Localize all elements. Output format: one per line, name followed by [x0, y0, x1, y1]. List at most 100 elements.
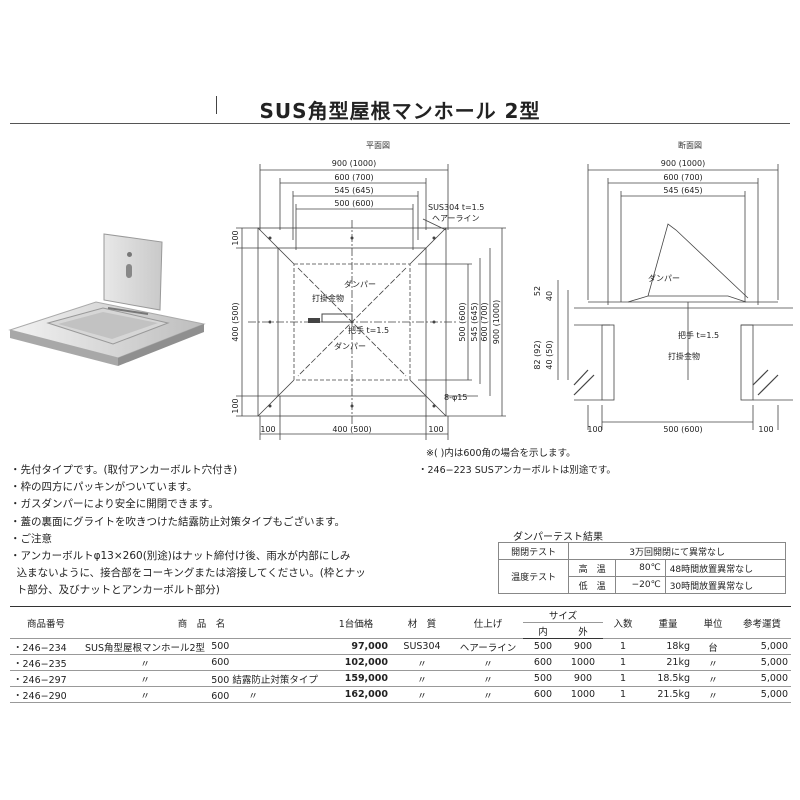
cell-price: 162,000: [321, 686, 391, 703]
plan-view-drawing: 900 (1000) 600 (700) 545 (645) 500 (600)…: [231, 159, 506, 440]
cell-out: 900: [563, 638, 603, 655]
cell-shipping: 5,000: [733, 670, 791, 687]
sec-dim-52: 52: [533, 286, 542, 296]
cell-name: 〃: [82, 686, 209, 703]
cell-unit: 〃: [693, 670, 733, 687]
cell-in: 500: [523, 638, 563, 655]
high-temp-result: 48時間放置異常なし: [664, 559, 787, 577]
cell-out: 1000: [563, 686, 603, 703]
col-code: 商品番号: [10, 606, 82, 639]
col-name: 商 品 名: [82, 606, 321, 639]
sec-dim-82: 82 (92): [533, 340, 542, 369]
dim-right-1: 500 (600): [458, 302, 467, 341]
table-row: ・246−297 〃 500 結露防止対策タイプ 159,000 〃 〃 500…: [10, 670, 791, 687]
cell-name: 〃: [82, 654, 209, 671]
cell-material: SUS304: [391, 638, 453, 655]
sec-dim-bottom-right: 100: [758, 425, 773, 434]
cell-size-label: 500 結露防止対策タイプ: [208, 670, 321, 687]
note-anchor-bolt: ・246−223 SUSアンカーボルトは別途です。: [418, 465, 616, 476]
sec-handle-label: 把手 t=1.5: [678, 330, 719, 340]
page-title: SUS角型屋根マンホール 2型: [259, 99, 541, 123]
col-size-in: 内: [523, 622, 563, 639]
handle-label: 把手 t=1.5: [348, 325, 389, 335]
cell-unit: 〃: [693, 654, 733, 671]
dim-left-bottom: 100: [231, 398, 240, 413]
temp-test-label: 温度テスト: [497, 559, 570, 594]
cell-name: SUS角型屋根マンホール2型: [82, 638, 209, 655]
caution-heading: ・ご注意: [10, 532, 52, 545]
product-table: 商品番号 商 品 名 1台価格 材 質 仕上げ サイズ 入数 重量 単位 参考運…: [10, 606, 791, 703]
cell-weight: 18.5kg: [643, 670, 693, 687]
feature-item: ・枠の四方にパッキンがついています。: [10, 481, 198, 494]
cell-qty: 1: [603, 654, 643, 671]
cell-in: 600: [523, 654, 563, 671]
dim-left-mid: 400 (500): [231, 302, 240, 341]
cell-code: ・246−234: [10, 638, 82, 655]
cell-out: 900: [563, 670, 603, 687]
product-photo: [8, 233, 206, 366]
sec-latch-label: 打掛金物: [668, 351, 700, 361]
cell-material: 〃: [391, 686, 453, 703]
cell-size-label: 600: [208, 654, 321, 671]
col-size: サイズ: [523, 606, 603, 623]
cell-size-label: 500: [208, 638, 321, 655]
damper-test-title: ダンパーテスト結果: [513, 532, 603, 543]
dim-bottom-left: 100: [260, 425, 275, 434]
sec-dim-bottom-left: 100: [587, 425, 602, 434]
cell-code: ・246−297: [10, 670, 82, 687]
dim-opening-width: 500 (600): [334, 199, 373, 208]
open-close-label: 開閉テスト: [497, 542, 570, 560]
col-finish: 仕上げ: [453, 606, 523, 639]
cell-weight: 21kg: [643, 654, 693, 671]
dim-bottom-right: 100: [428, 425, 443, 434]
col-material: 材 質: [391, 606, 453, 639]
dim-frame-width: 600 (700): [334, 173, 373, 182]
high-temp-label: 高 温: [568, 559, 617, 577]
cell-shipping: 5,000: [733, 686, 791, 703]
notes-right: ※( )内は600角の場合を示します。 ・246−223 SUSアンカーボルトは…: [418, 445, 616, 479]
dim-lid-width: 545 (645): [334, 186, 373, 195]
material-note: SUS304 t=1.5: [428, 203, 484, 212]
cell-qty: 1: [603, 686, 643, 703]
low-temp-value: −20℃: [615, 576, 666, 594]
damper-test-table: 開閉テスト 3万回開閉にて異常なし 温度テスト 高 温 80℃ 48時間放置異常…: [497, 542, 787, 594]
caution-line: ト部分、及びナットとアンカーボルト部分): [10, 584, 220, 597]
col-shipping: 参考運賃: [733, 606, 791, 639]
cell-finish: ヘアーライン: [453, 638, 523, 655]
title-rule: [10, 123, 790, 124]
sec-dim-outer: 900 (1000): [661, 159, 705, 168]
dim-outer-width: 900 (1000): [332, 159, 376, 168]
dim-left-top: 100: [231, 230, 240, 245]
cell-price: 159,000: [321, 670, 391, 687]
section-view-drawing: 900 (1000) 600 (700) 545 (645) ダンパー 把手 t…: [533, 159, 793, 434]
cell-material: 〃: [391, 654, 453, 671]
caution-line: ・アンカーボルトφ13×260(別途)はナット締付け後、雨水が内部にしみ: [10, 550, 351, 563]
cell-unit: 〃: [693, 686, 733, 703]
dim-right-3: 600 (700): [480, 302, 489, 341]
sec-dim-40: 40: [545, 291, 554, 301]
cell-material: 〃: [391, 670, 453, 687]
cell-code: ・246−290: [10, 686, 82, 703]
damper-label: ダンパー: [344, 279, 376, 289]
table-row: ・246−234 SUS角型屋根マンホール2型 500 97,000 SUS30…: [10, 638, 791, 655]
sec-dim-lid: 545 (645): [663, 186, 702, 195]
open-close-value: 3万回開閉にて異常なし: [568, 542, 786, 560]
cell-qty: 1: [603, 670, 643, 687]
title-divider-tick: [216, 96, 217, 114]
sec-dim-bottom: 500 (600): [663, 425, 702, 434]
holes-label: 8-φ15: [444, 393, 467, 402]
low-temp-label: 低 温: [568, 576, 617, 594]
dim-right-4: 900 (1000): [492, 300, 501, 344]
dim-bottom-mid: 400 (500): [332, 425, 371, 434]
cell-code: ・246−235: [10, 654, 82, 671]
col-qty: 入数: [603, 606, 643, 639]
section-view-label: 断面図: [678, 141, 702, 150]
cell-price: 102,000: [321, 654, 391, 671]
cell-finish: 〃: [453, 686, 523, 703]
low-temp-result: 30時間放置異常なし: [664, 576, 787, 594]
cell-finish: 〃: [453, 654, 523, 671]
latch-label: 打掛金物: [312, 293, 344, 303]
cell-in: 600: [523, 686, 563, 703]
caution-line: 込まないように、接合部をコーキングまたは溶接してください。(枠とナッ: [10, 567, 366, 580]
damper-label-2: ダンパー: [334, 341, 366, 351]
